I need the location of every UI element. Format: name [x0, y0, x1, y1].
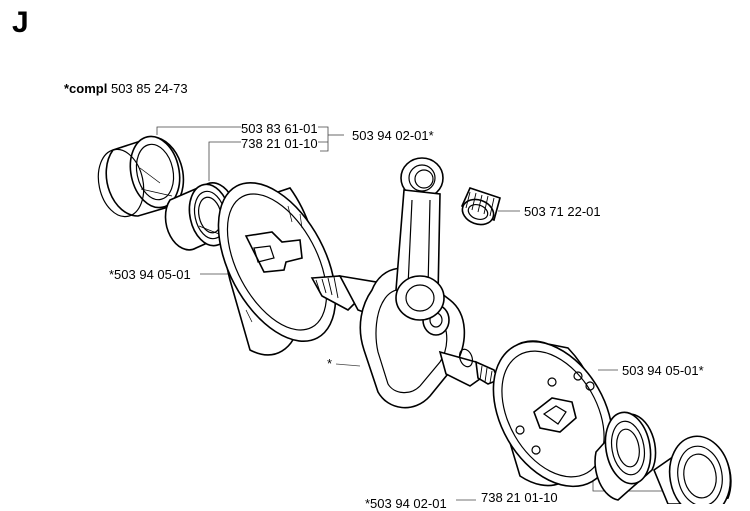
bearing-inner-bottom	[594, 411, 657, 501]
part-label-503-94-02-01-top: 503 94 02-01*	[352, 128, 434, 143]
crankcase-half-left	[217, 181, 337, 356]
part-label-738-21-01-10-top: 738 21 01-10	[241, 136, 318, 151]
part-label-crankshaft: *	[327, 356, 333, 371]
kit-prefix: *compl	[64, 81, 108, 96]
needle-bearing	[460, 187, 501, 226]
part-label-503-94-05-01-right: 503 94 05-01*	[622, 363, 704, 378]
bearing-outer-top	[97, 135, 185, 218]
kit-label: *compl 503 85 24-73	[64, 81, 188, 96]
crankcase-half-right	[492, 340, 614, 488]
part-label-503-71-22-01: 503 71 22-01	[524, 204, 601, 219]
section-letter: J	[12, 6, 29, 39]
part-label-738-21-01-10-bottom: 738 21 01-10	[481, 490, 558, 505]
part-label-503-83-61-01: 503 83 61-01	[241, 121, 318, 136]
part-label-503-94-05-01-left: *503 94 05-01	[109, 267, 191, 282]
kit-part-number: 503 85 24-73	[110, 81, 188, 96]
bearing-outer-bottom	[653, 435, 732, 504]
connecting-rod	[395, 157, 445, 321]
